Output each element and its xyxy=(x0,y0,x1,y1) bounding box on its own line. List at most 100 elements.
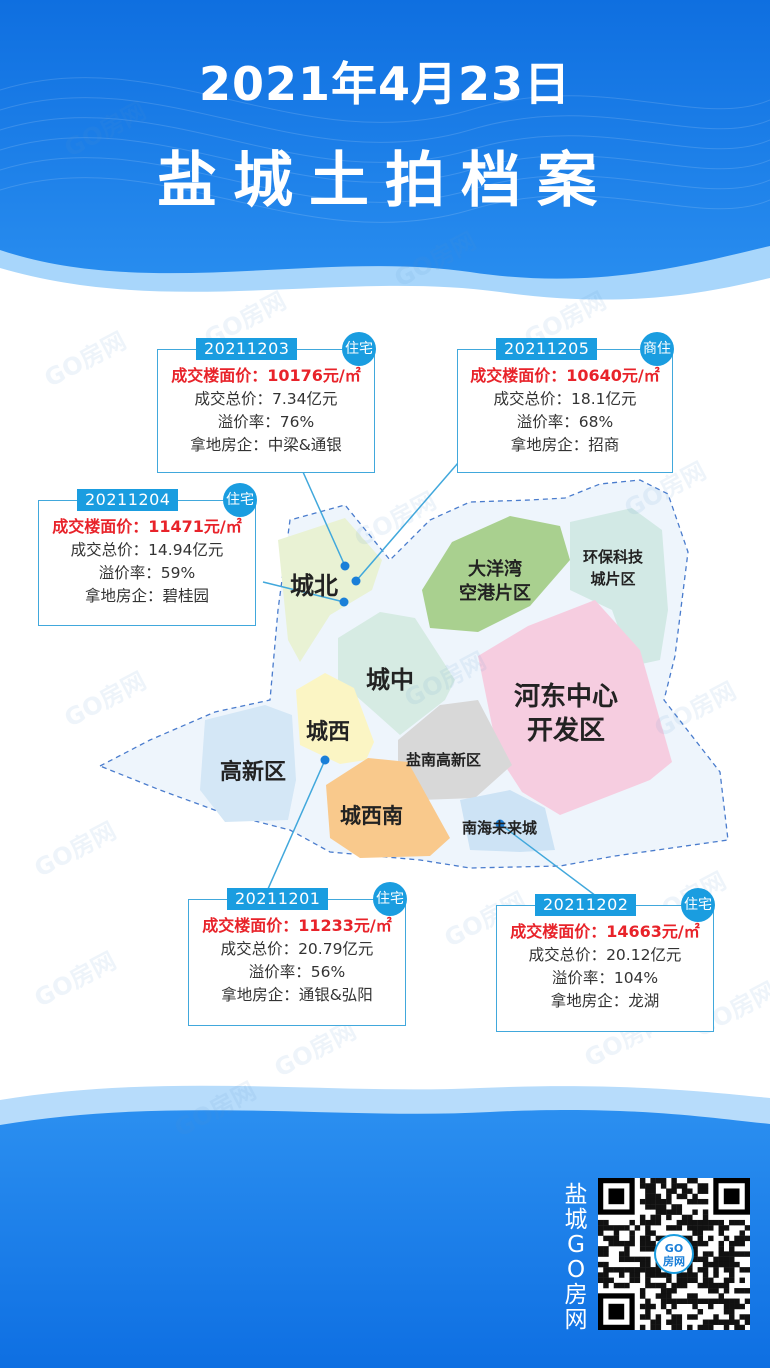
qr-module xyxy=(603,1235,609,1242)
qr-module xyxy=(624,1267,630,1273)
qr-module xyxy=(639,1178,646,1184)
qr-module xyxy=(613,1282,620,1289)
qr-module xyxy=(723,1256,730,1263)
zone-label-huanbao: 环保科技 城片区 xyxy=(568,546,658,590)
qr-module xyxy=(645,1246,651,1252)
qr-module xyxy=(603,1272,609,1278)
qr-module xyxy=(692,1225,698,1231)
qr-module xyxy=(681,1219,688,1226)
qr-module xyxy=(645,1267,651,1273)
qr-module xyxy=(692,1219,698,1226)
qr-module xyxy=(624,1240,630,1247)
qr-module xyxy=(697,1188,704,1194)
qr-module xyxy=(739,1235,745,1242)
qr-module xyxy=(718,1219,724,1226)
qr-module xyxy=(645,1225,651,1231)
qr-module xyxy=(729,1272,735,1278)
zone-label-chengbei: 城北 xyxy=(290,572,338,600)
qr-module xyxy=(666,1309,672,1315)
qr-module xyxy=(650,1193,656,1200)
qr-module xyxy=(660,1198,667,1205)
qr-module xyxy=(608,1235,614,1242)
qr-module xyxy=(723,1298,730,1304)
qr-module xyxy=(729,1319,735,1325)
qr-module xyxy=(676,1324,683,1331)
qr-module xyxy=(687,1225,693,1231)
qr-module xyxy=(702,1298,709,1304)
qr-module xyxy=(608,1277,614,1284)
qr-module xyxy=(671,1288,677,1294)
qr-module xyxy=(713,1267,719,1273)
qr-module xyxy=(666,1209,672,1215)
qr-module xyxy=(650,1319,656,1325)
qr-module xyxy=(671,1298,677,1304)
qr-module xyxy=(666,1193,672,1200)
qr-module xyxy=(729,1314,735,1320)
qr-module xyxy=(723,1282,730,1289)
qr-module xyxy=(692,1246,698,1252)
qr-module xyxy=(676,1272,683,1278)
qr-module xyxy=(666,1225,672,1231)
qr-module xyxy=(739,1277,745,1284)
qr-module xyxy=(708,1251,714,1257)
qr-module xyxy=(666,1214,672,1221)
qr-module xyxy=(655,1219,662,1226)
qr-module xyxy=(723,1324,730,1331)
qr-module xyxy=(603,1267,609,1273)
qr-module xyxy=(598,1246,604,1252)
qr-module xyxy=(645,1298,651,1304)
qr-module xyxy=(660,1209,667,1215)
qr-module xyxy=(645,1235,651,1242)
qr-module xyxy=(702,1188,709,1194)
header-wave-white xyxy=(0,268,770,330)
qr-module xyxy=(692,1178,698,1184)
qr-module xyxy=(639,1324,646,1331)
parcel-type-badge: 住宅 xyxy=(342,332,376,366)
footer-brand-vertical: 盐 城 G O 房 网 xyxy=(562,1183,590,1333)
qr-module xyxy=(660,1204,667,1210)
qr-module xyxy=(629,1240,635,1247)
qr-module xyxy=(697,1309,704,1315)
qr-module xyxy=(687,1214,693,1221)
qr-module xyxy=(744,1235,751,1242)
qr-module xyxy=(676,1282,683,1289)
qr-module xyxy=(650,1272,656,1278)
qr-module xyxy=(729,1219,735,1226)
qr-module xyxy=(744,1251,751,1257)
qr-module xyxy=(702,1324,709,1331)
qr-module xyxy=(655,1214,662,1221)
parcel-code: 20211204 xyxy=(77,489,179,511)
qr-module xyxy=(697,1282,704,1289)
qr-module xyxy=(697,1230,704,1236)
qr-module xyxy=(687,1277,693,1284)
parcel-premium: 溢价率：76% xyxy=(217,413,315,431)
qr-module xyxy=(639,1235,646,1242)
qr-module xyxy=(676,1193,683,1200)
qr-module xyxy=(645,1240,651,1247)
qr-module xyxy=(702,1282,709,1289)
parcel-total: 成交总价：7.34亿元 xyxy=(194,390,338,408)
parcel-total: 成交总价：18.1亿元 xyxy=(493,390,637,408)
qr-code[interactable]: GO 房网 xyxy=(598,1178,751,1331)
qr-module xyxy=(624,1225,630,1231)
qr-module xyxy=(650,1198,656,1205)
qr-module xyxy=(660,1298,667,1304)
zone-label-hedong: 河东中心 开发区 xyxy=(496,680,636,748)
qr-module xyxy=(603,1277,609,1284)
qr-module xyxy=(702,1267,709,1273)
zone-label-line: 河东中心 xyxy=(513,682,618,712)
qr-module xyxy=(734,1219,740,1226)
qr-module xyxy=(681,1183,688,1189)
qr-module xyxy=(671,1314,677,1320)
qr-module xyxy=(639,1240,646,1247)
qr-module xyxy=(655,1267,662,1273)
zone-dayangwan xyxy=(422,516,570,632)
qr-module xyxy=(655,1293,662,1299)
parcel-developer: 拿地房企：中梁&通银 xyxy=(190,436,342,454)
qr-module xyxy=(739,1219,745,1226)
qr-module xyxy=(613,1235,620,1242)
qr-module xyxy=(655,1235,662,1242)
qr-module xyxy=(723,1261,730,1268)
qr-module xyxy=(634,1277,641,1284)
leader-lines xyxy=(262,462,613,909)
